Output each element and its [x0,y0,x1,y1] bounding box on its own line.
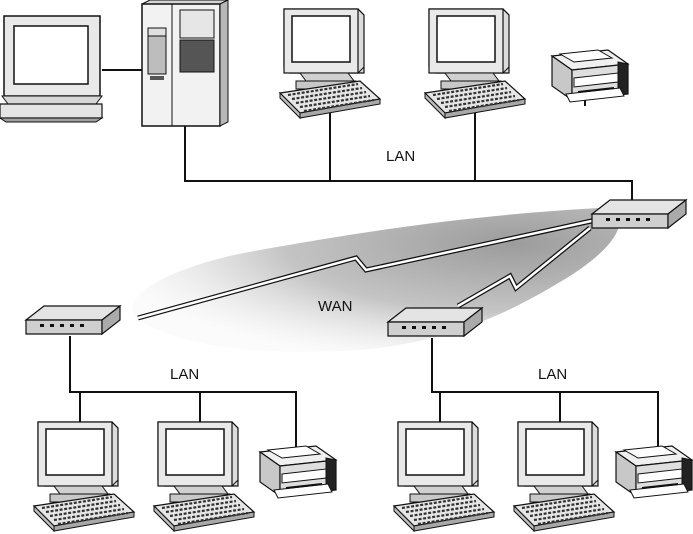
lan-top-cables [102,69,633,206]
wan-label: WAN [318,298,353,315]
router-icon [387,307,483,337]
lan-top-label: LAN [386,148,416,165]
workstation-icon [512,420,616,533]
workstation-icon [152,420,256,533]
workstation-icon [392,420,496,533]
lan-left-label: LAN [170,366,200,383]
workstation-icon [423,7,527,120]
wan-link-left-inner [137,218,597,320]
router-icon [591,199,687,229]
laptop-icon [0,15,104,123]
workstation-icon [278,7,382,120]
lan-right-cables [431,338,659,448]
server-icon [141,0,229,127]
lan-left-cables [69,336,297,448]
wan-link-right-inner [457,227,591,308]
printer-icon [551,49,629,103]
router-icon [25,305,121,335]
lan-right-label: LAN [538,366,568,383]
printer-icon [615,445,693,499]
workstation-icon [32,420,136,533]
printer-icon [259,445,337,499]
